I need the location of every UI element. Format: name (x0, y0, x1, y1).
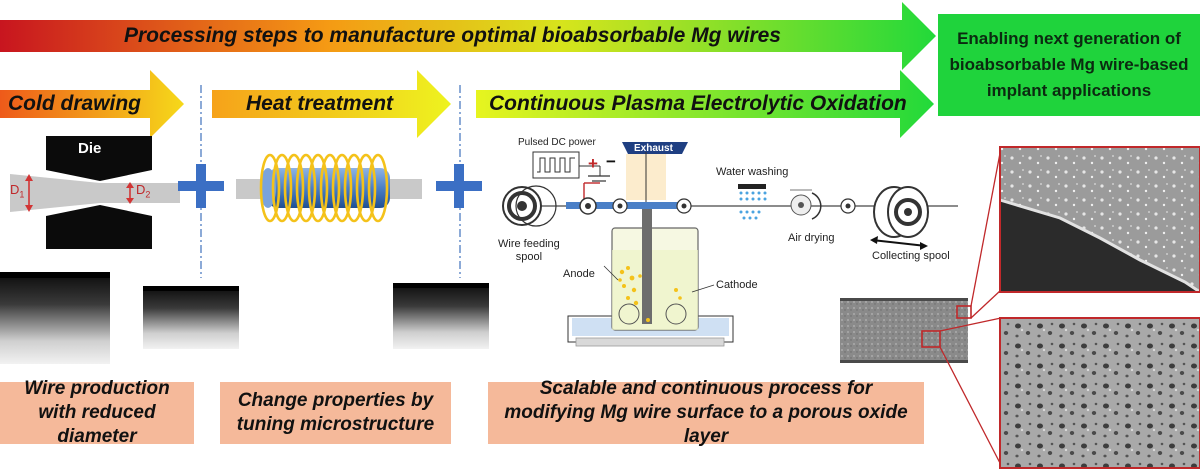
collecting-spool-label: Collecting spool (872, 250, 950, 262)
cold-drawing-arrow (0, 70, 184, 138)
coated-wire-micrograph (838, 294, 972, 370)
wire-feeding-label: Wire feeding spool (498, 238, 560, 264)
top-process-arrow (0, 2, 936, 70)
die-label: Die (78, 140, 102, 157)
step-label-heat-treatment: Heat treatment (246, 92, 394, 115)
d2-letter: D (136, 182, 146, 197)
zoom-connector (939, 317, 1002, 332)
peo-setup-diagram (502, 142, 958, 347)
d1-letter: D (10, 182, 20, 197)
die-diagram (10, 136, 180, 249)
d1-subscript: 1 (19, 189, 25, 200)
oxide-layer-edge-micrograph (999, 146, 1200, 294)
air-drying-label: Air drying (788, 232, 835, 244)
zoom-connector (939, 346, 1002, 466)
plus-icon (178, 164, 224, 208)
zoom-connector (970, 289, 1002, 319)
heat-treated-wire-micrograph (393, 283, 489, 349)
wire-feeding-line-1: Wire feeding (498, 238, 560, 250)
d2-label: D2 (136, 182, 150, 200)
zoom-connector (970, 147, 1002, 307)
cold-drawn-wire-micrograph (0, 272, 110, 364)
outcome-box: Enabling next generation of bioabsorbabl… (938, 14, 1200, 116)
plus-sign: + (588, 154, 598, 173)
caption-heat-treatment: Change properties by tuning microstructu… (220, 382, 451, 444)
heat-treatment-coil (236, 153, 422, 223)
d1-label: D1 (10, 182, 24, 200)
top-arrow-label: Processing steps to manufacture optimal … (124, 24, 781, 47)
d2-subscript: 2 (145, 189, 151, 200)
caption-peo: Scalable and continuous process for modi… (488, 378, 924, 447)
wire-feeding-line-2: spool (515, 251, 543, 263)
step-label-peo: Continuous Plasma Electrolytic Oxidation (489, 92, 907, 115)
cathode-label: Cathode (716, 279, 758, 291)
porous-surface-micrograph (999, 317, 1200, 469)
exhaust-label: Exhaust (634, 143, 673, 154)
minus-sign: − (606, 152, 616, 171)
heat-treatment-arrow (212, 70, 451, 138)
peo-arrow (476, 70, 934, 138)
power-label: Pulsed DC power (518, 137, 596, 148)
step-label-cold-drawing: Cold drawing (8, 92, 141, 115)
caption-cold-drawing: Wire production with reduced diameter (0, 378, 194, 447)
intermediate-wire-micrograph (143, 286, 239, 349)
anode-label: Anode (563, 268, 595, 280)
plus-icon (436, 164, 482, 208)
water-washing-label: Water washing (716, 166, 789, 178)
